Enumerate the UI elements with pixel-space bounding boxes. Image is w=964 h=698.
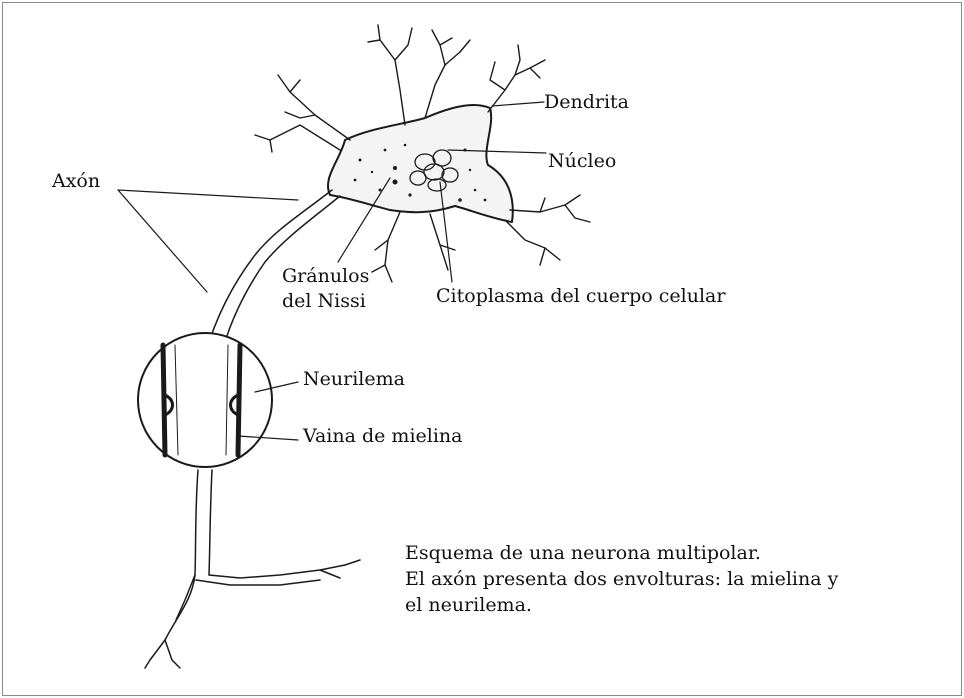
caption-line-3: el neurilema. — [405, 592, 955, 618]
magnified-axon-section — [138, 333, 272, 467]
label-citoplasma: Citoplasma del cuerpo celular — [436, 285, 725, 307]
label-vaina-mielina: Vaina de mielina — [303, 425, 463, 447]
label-granulos-line1: Gránulos — [282, 265, 369, 287]
figure-caption: Esquema de una neurona multipolar. El ax… — [405, 540, 955, 618]
label-dendrita: Dendrita — [544, 91, 629, 113]
label-neurilema: Neurilema — [303, 368, 405, 390]
caption-line-2: El axón presenta dos envolturas: la miel… — [405, 566, 955, 592]
label-axon: Axón — [52, 170, 100, 192]
caption-line-1: Esquema de una neurona multipolar. — [405, 540, 955, 566]
cell-body — [328, 105, 513, 222]
label-granulos-line2: del Nissi — [282, 290, 366, 312]
label-nucleo: Núcleo — [548, 150, 616, 172]
